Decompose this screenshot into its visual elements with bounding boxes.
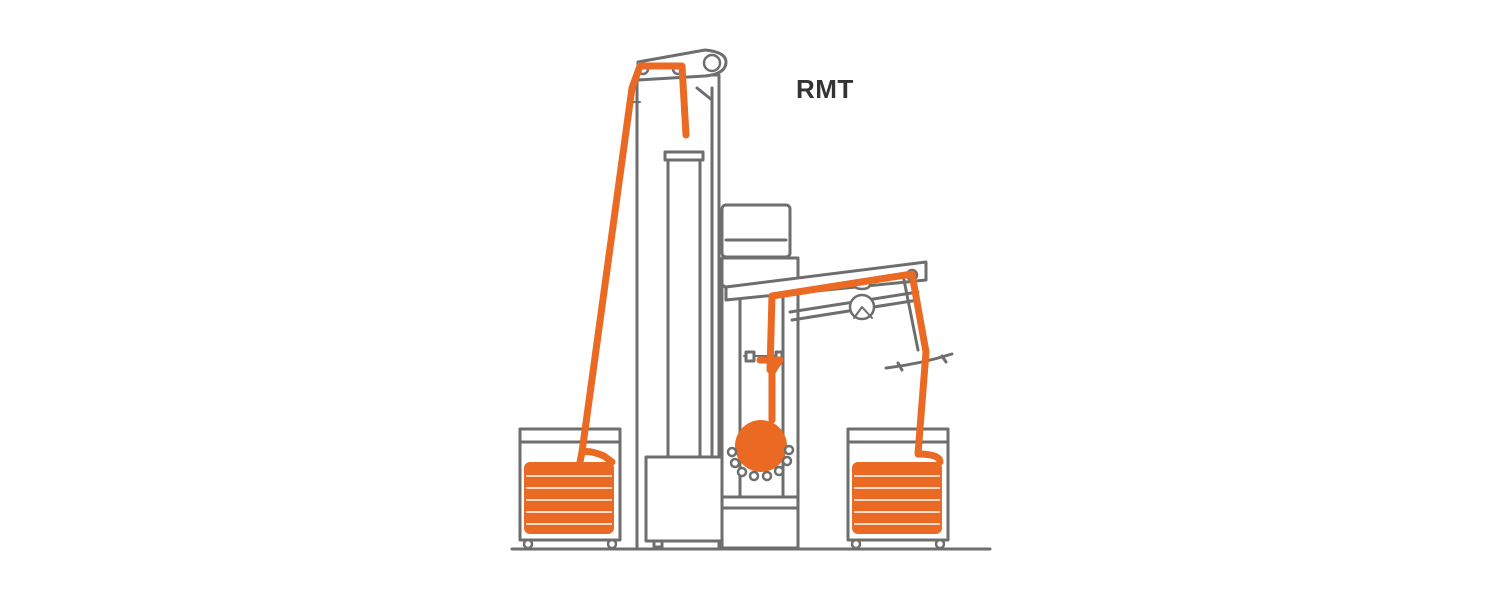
fabric-over-arm	[766, 270, 944, 466]
beam-roller	[735, 420, 787, 472]
central-body	[720, 203, 800, 550]
diagram-title: RMT	[796, 74, 854, 104]
left-fabric-stack	[524, 448, 616, 534]
tall-column	[629, 73, 724, 551]
stack-layers	[526, 475, 940, 525]
fabric-drop	[756, 356, 784, 424]
inclined-arm	[724, 260, 954, 372]
beam-guide-rollers	[726, 444, 795, 482]
fabric-rise-left	[578, 62, 690, 456]
fabric-path	[524, 62, 944, 534]
clamp	[744, 350, 756, 363]
right-fabric-stack	[852, 462, 942, 534]
